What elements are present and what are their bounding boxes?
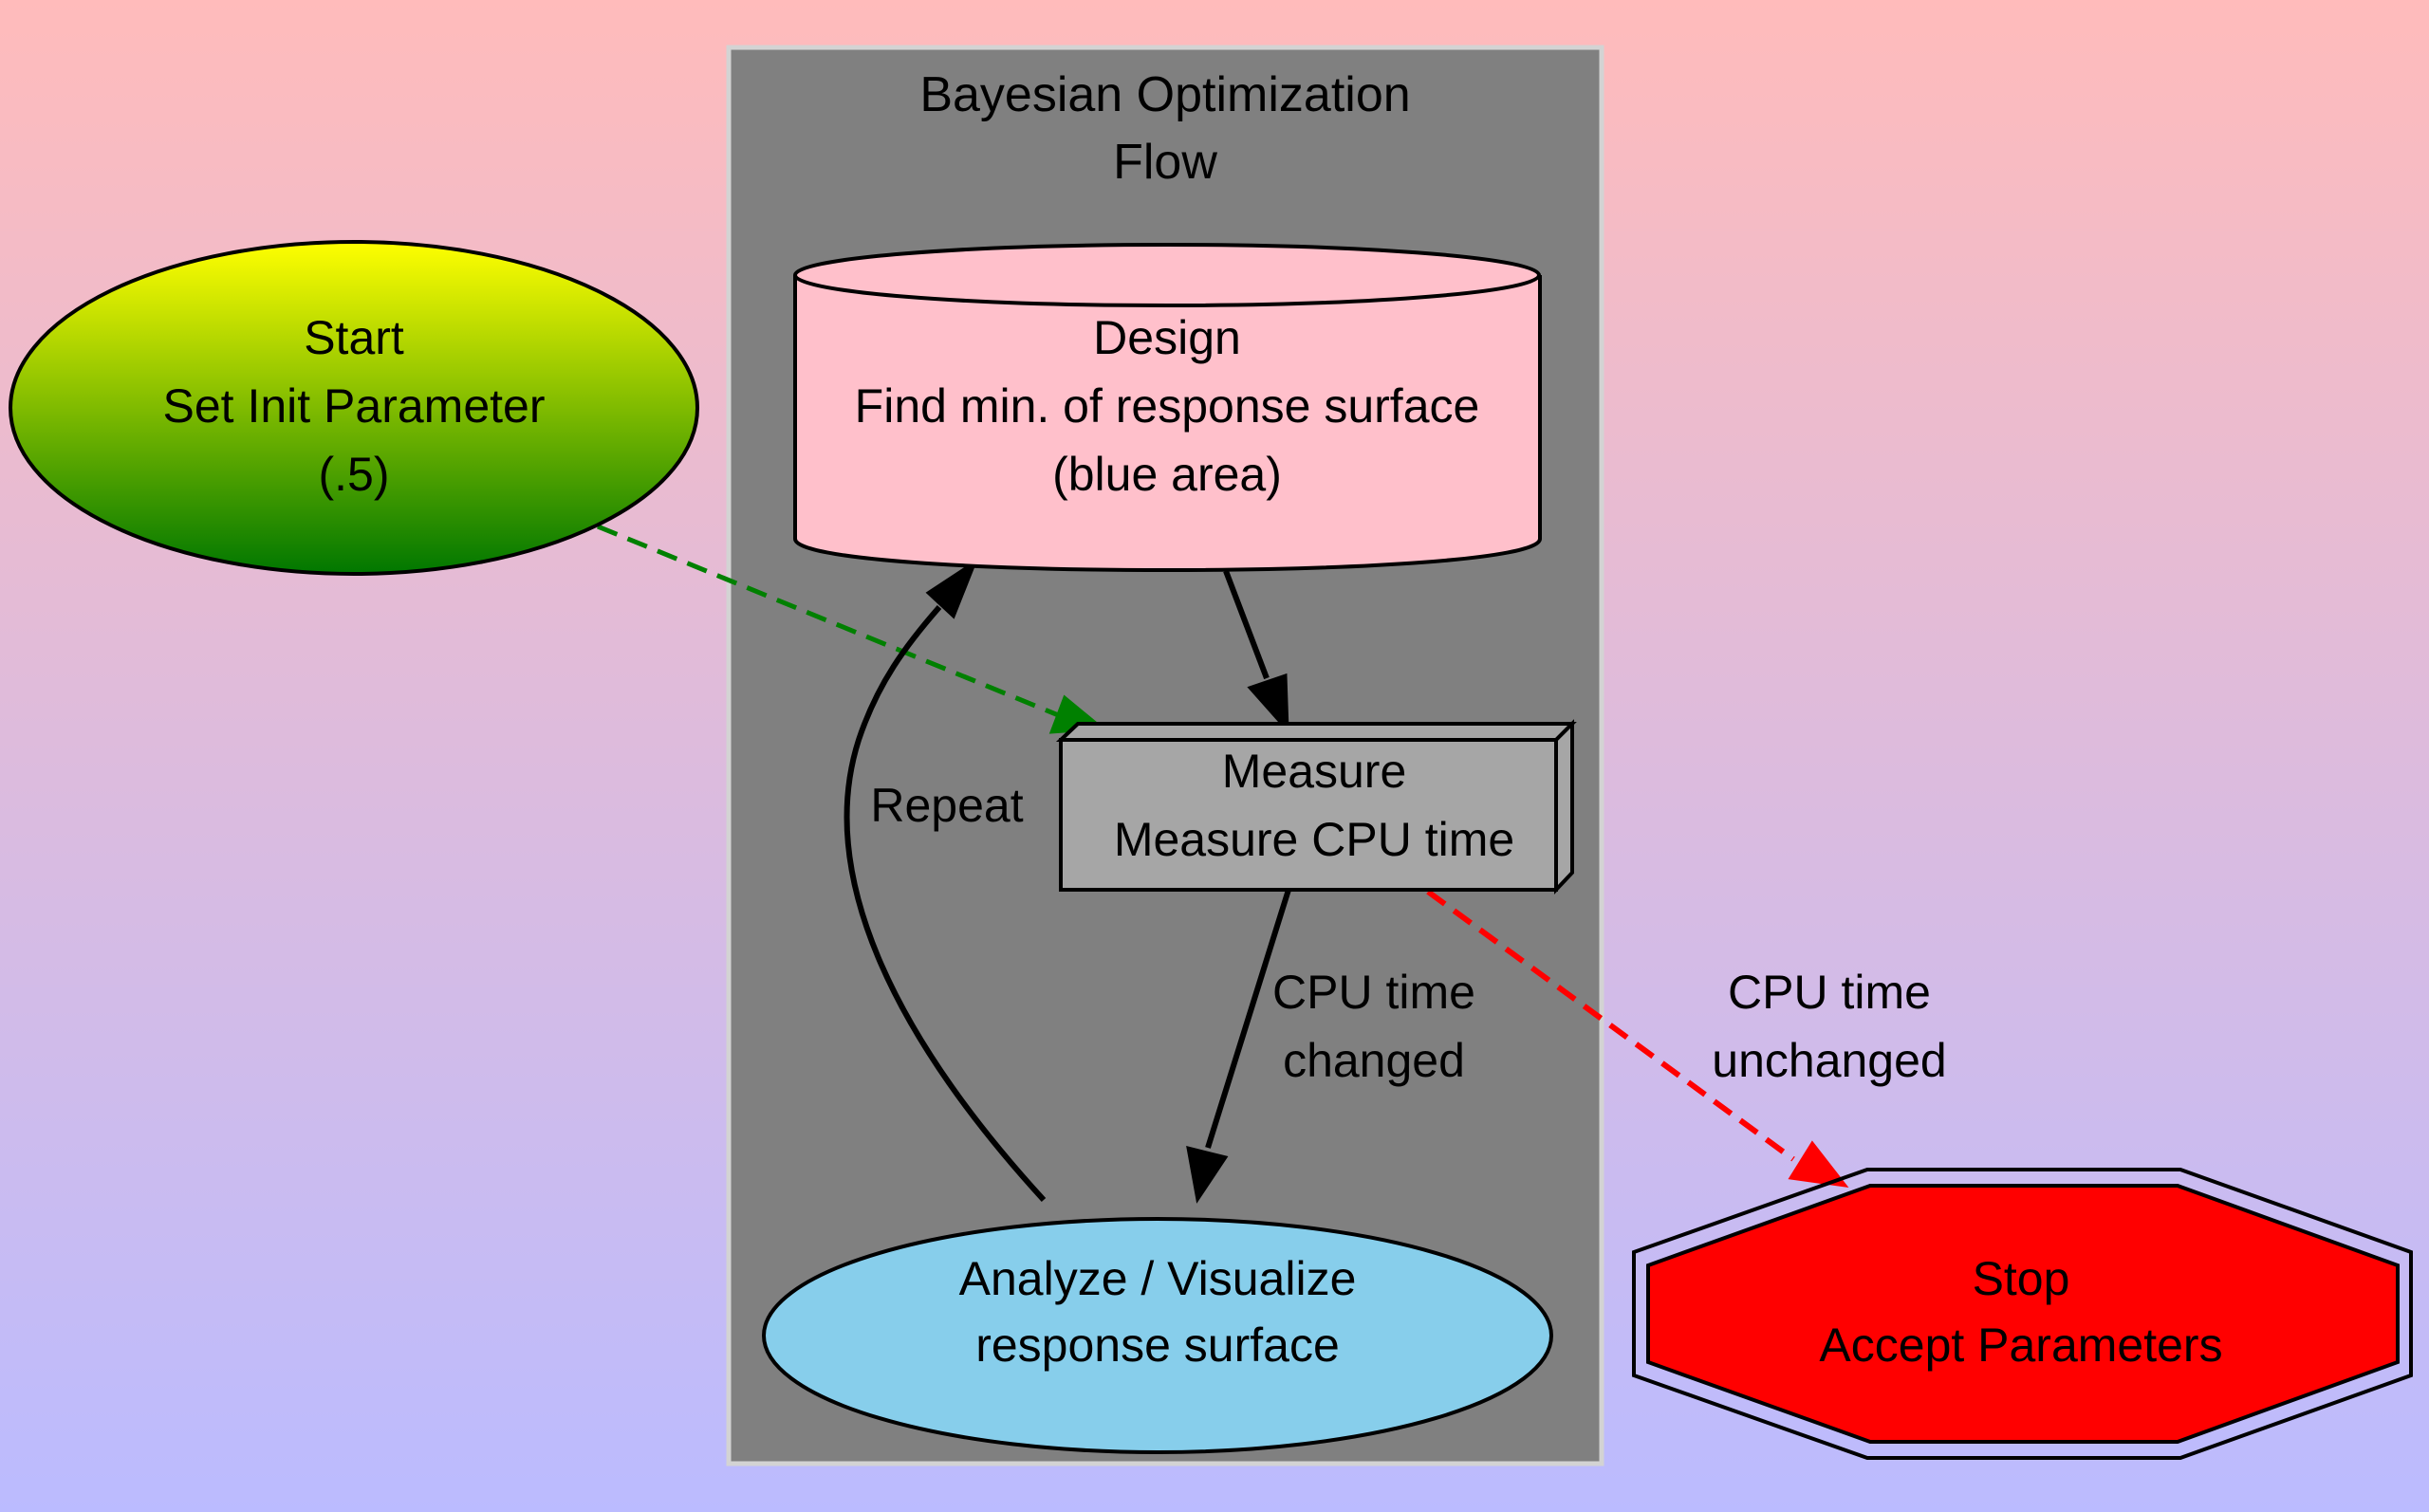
design-label-line-3: (blue area)	[1052, 448, 1282, 501]
edge-label-line-1: CPU time	[1272, 966, 1475, 1019]
arrowhead-icon	[925, 558, 979, 619]
measure-box-top	[1055, 722, 1577, 742]
start-label-line-1: Start	[304, 311, 404, 364]
edge-analyze-to-design[interactable]: Repeat	[844, 558, 1047, 1203]
node-start[interactable]: Start Set Init Parameter (.5)	[9, 240, 699, 576]
cluster-title-line-2: Flow	[1113, 135, 1217, 190]
start-label-line-3: (.5)	[319, 448, 390, 501]
stop-label-line-2: Accept Parameters	[1819, 1318, 2222, 1372]
stop-octagon-outer	[1632, 1168, 2413, 1460]
arrowhead-icon	[1247, 673, 1289, 735]
analyze-ellipse	[762, 1217, 1553, 1454]
arrowhead-icon	[1186, 1145, 1229, 1204]
design-cylinder-top	[793, 243, 1541, 307]
cluster-title-line-1: Bayesian Optimization	[919, 67, 1410, 122]
measure-box-front	[1059, 738, 1558, 892]
analyze-label-line-1: Analyze / Visualize	[959, 1252, 1357, 1305]
measure-box-side	[1554, 719, 1574, 895]
design-cylinder-body	[793, 275, 1542, 572]
design-label-line-2: Find min. of response surface	[855, 379, 1480, 433]
node-measure[interactable]: Measure Measure CPU time	[1055, 719, 1577, 895]
measure-label-line-1: Measure	[1222, 745, 1407, 798]
edge-line	[1426, 889, 1795, 1162]
start-label-line-2: Set Init Parameter	[163, 379, 546, 433]
edge-measure-to-stop[interactable]: CPU time unchanged	[1426, 889, 1947, 1188]
design-label-line-1: Design	[1093, 311, 1241, 364]
stop-octagon-inner	[1646, 1184, 2400, 1444]
edge-line	[844, 605, 1047, 1203]
edge-label-line-1: CPU time	[1728, 966, 1931, 1019]
arrowhead-icon	[1788, 1140, 1849, 1188]
edge-label-line-2: changed	[1283, 1034, 1465, 1087]
edge-design-to-measure[interactable]	[1223, 569, 1289, 735]
start-ellipse	[9, 240, 699, 576]
edge-line	[1223, 569, 1270, 680]
measure-label-line-2: Measure CPU time	[1114, 813, 1514, 866]
analyze-label-line-2: response surface	[975, 1318, 1340, 1372]
node-analyze[interactable]: Analyze / Visualize response surface	[762, 1217, 1553, 1454]
edge-line	[1205, 889, 1291, 1149]
edge-line	[597, 524, 1073, 724]
node-stop[interactable]: Stop Accept Parameters	[1632, 1168, 2413, 1460]
edge-label-repeat: Repeat	[870, 779, 1023, 832]
edge-label-line-2: unchanged	[1712, 1034, 1946, 1087]
edge-measure-to-analyze[interactable]: CPU time changed	[1186, 889, 1475, 1204]
stop-label-line-1: Stop	[1973, 1252, 2070, 1305]
node-design[interactable]: Design Find min. of response surface (bl…	[793, 243, 1542, 572]
